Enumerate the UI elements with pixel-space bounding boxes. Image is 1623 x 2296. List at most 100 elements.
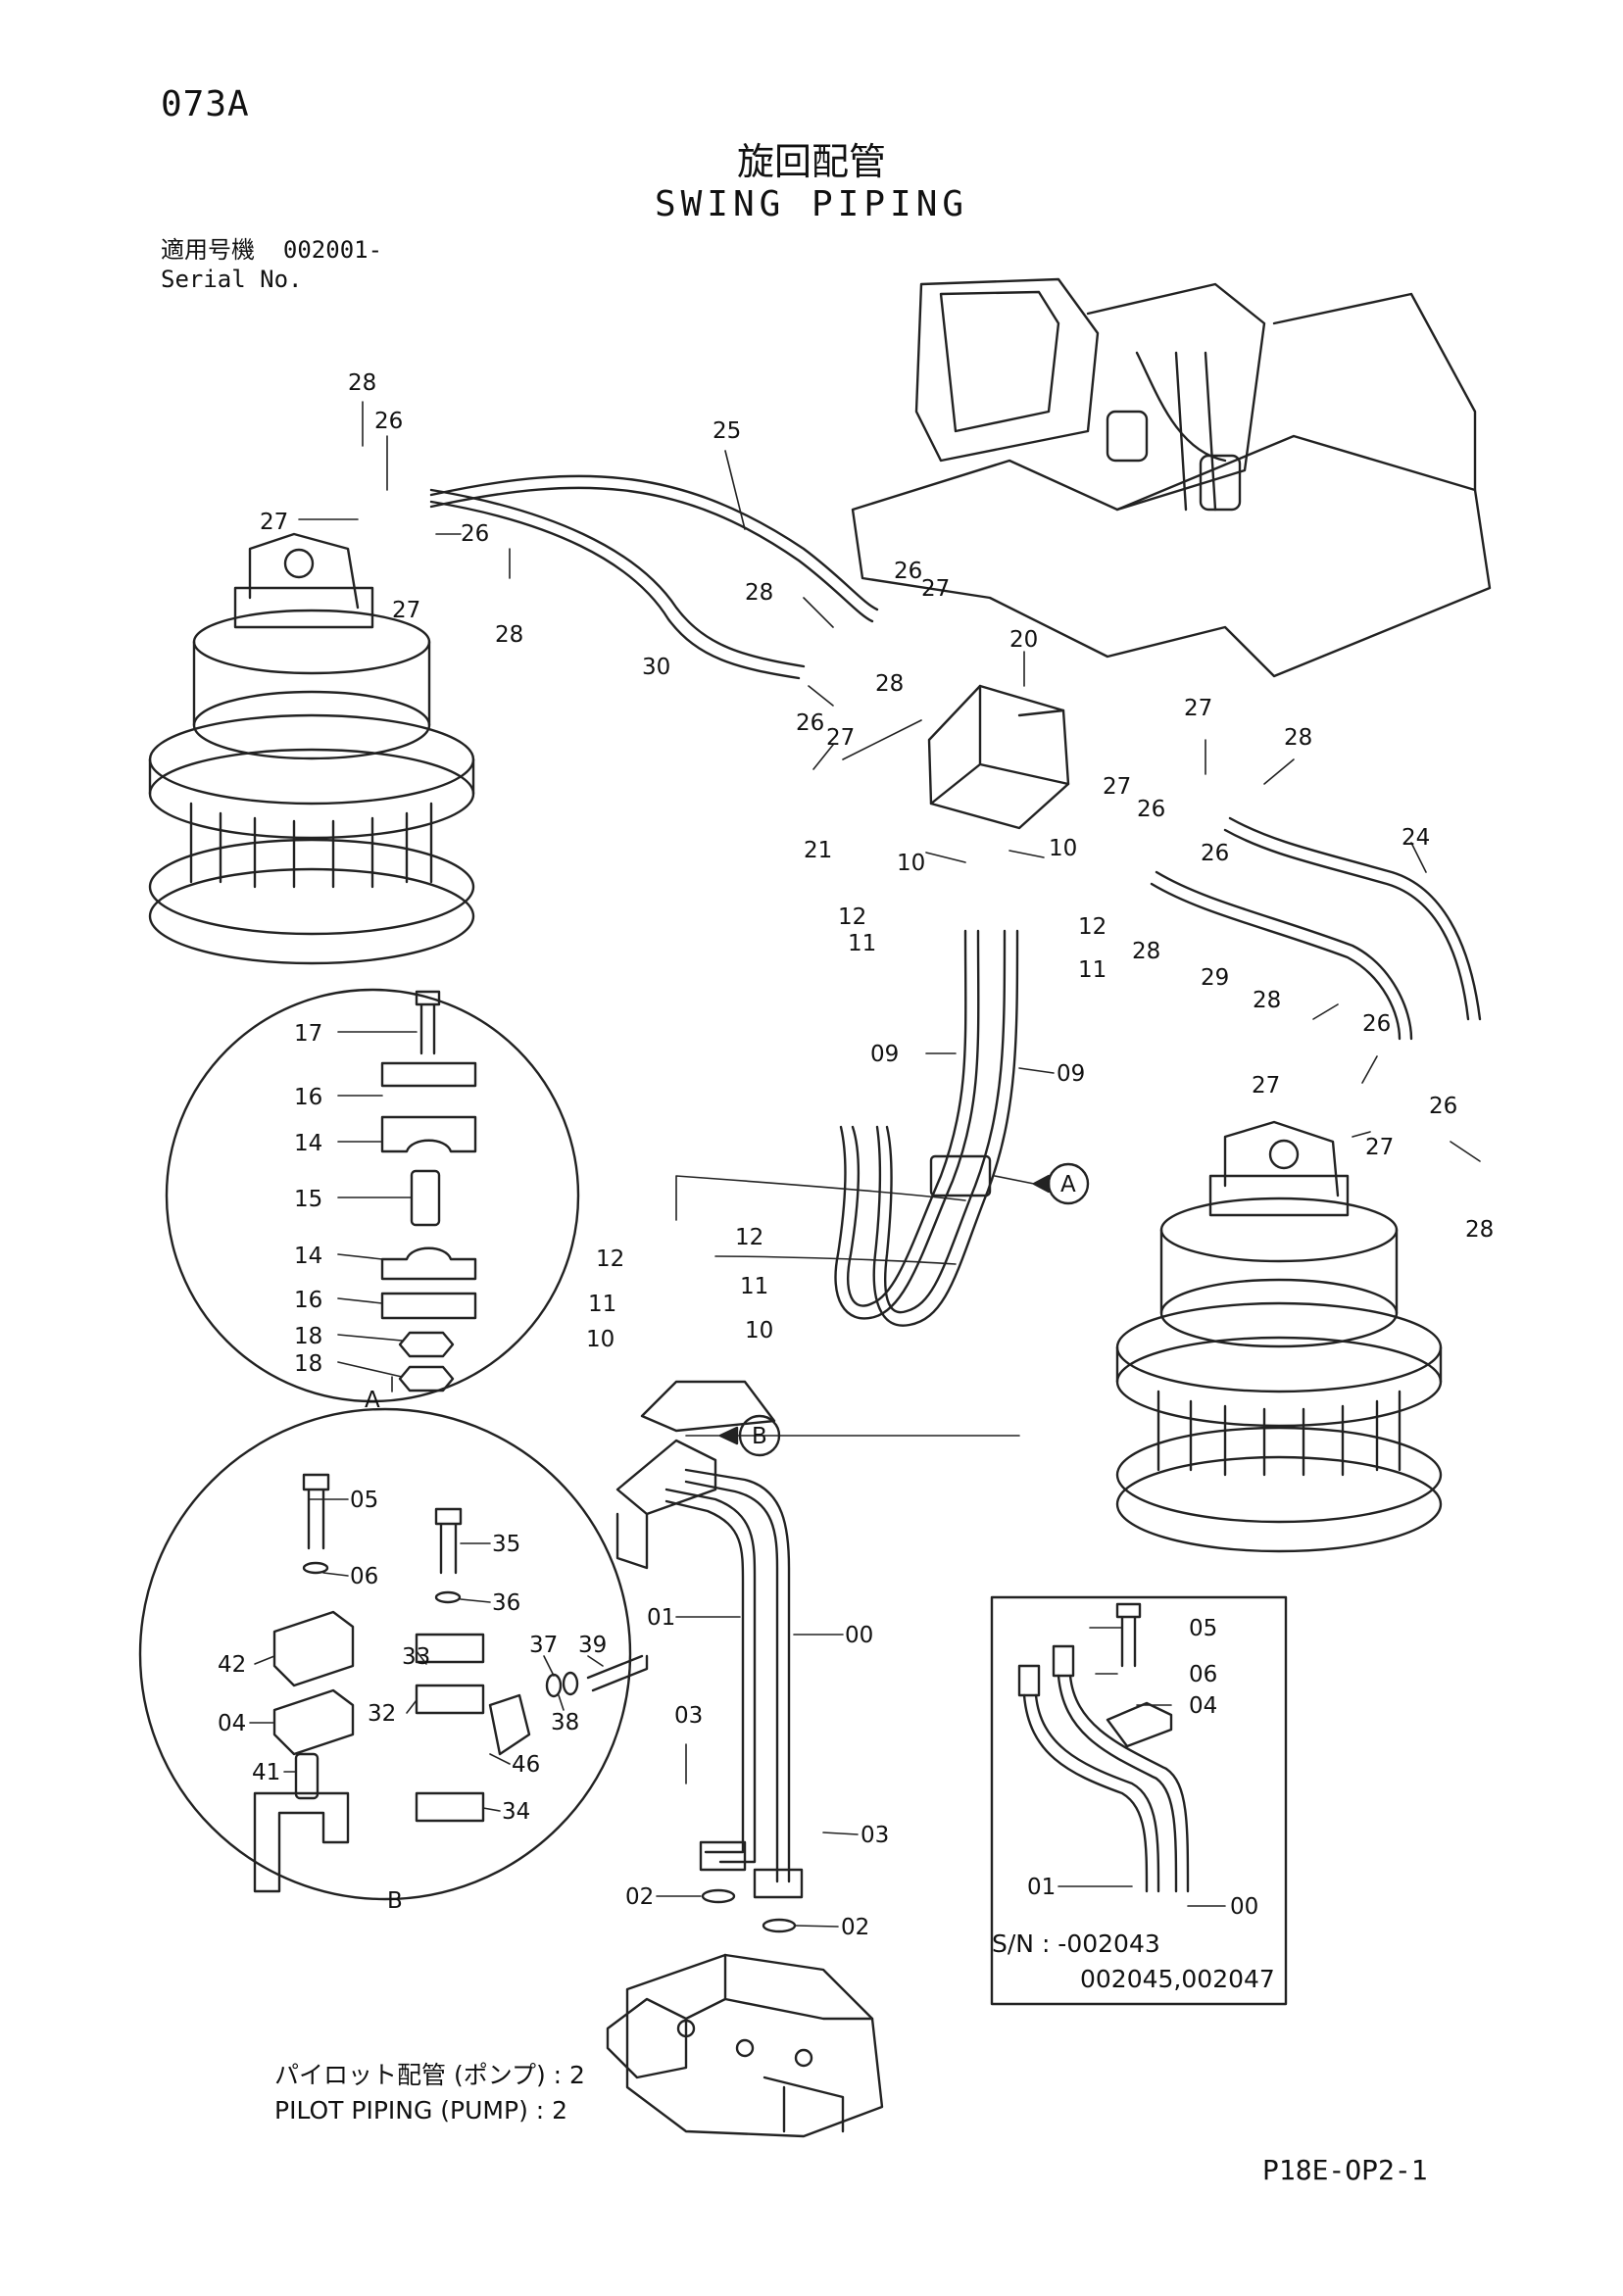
callout-inset-0: 05: [1189, 1616, 1217, 1641]
callout-detail-a-4: 14: [294, 1244, 322, 1269]
callout-detail-b-6: 37: [529, 1633, 558, 1658]
callout-a-letter: A: [1060, 1172, 1076, 1197]
callout-detail-a-3: 15: [294, 1187, 322, 1212]
callout-middle-6: 10: [586, 1327, 615, 1352]
detail-a-label: A: [365, 1388, 380, 1413]
callout-right-10: 27: [1252, 1073, 1280, 1099]
callout-detail-a-6: 18: [294, 1324, 322, 1349]
callout-lower-5: 02: [841, 1915, 869, 1940]
callout-top-19: 11: [848, 931, 876, 956]
callout-lower-2: 03: [674, 1703, 703, 1729]
callout-top-16: 10: [897, 851, 925, 876]
callout-lower-4: 02: [625, 1884, 654, 1910]
callout-detail-b-0: 05: [350, 1488, 378, 1513]
detail-b-label: B: [387, 1888, 403, 1914]
callout-top-6: 28: [495, 622, 523, 648]
swing-motor-left: [148, 532, 475, 965]
detail-circle-b: [138, 1407, 649, 1901]
hose-25: [429, 474, 879, 623]
callout-middle-4: 11: [740, 1274, 768, 1299]
swing-motor-right: [1115, 1120, 1443, 1553]
callout-detail-b-7: 39: [578, 1633, 607, 1658]
callout-top-0: 28: [348, 370, 376, 396]
callout-detail-a-2: 14: [294, 1131, 322, 1156]
callout-middle-0: 09: [870, 1042, 899, 1067]
hose-29: [1150, 870, 1413, 1041]
page-title-japanese: 旋回配管: [736, 140, 886, 183]
pilot-piping-en: PILOT PIPING (PUMP) : 2: [274, 2096, 568, 2125]
callout-detail-b-8: 04: [218, 1711, 246, 1736]
callout-top-3: 27: [260, 510, 288, 535]
callout-a-circle: [1047, 1162, 1090, 1205]
manifold-block-20: [927, 684, 1070, 830]
callout-detail-b-11: 46: [512, 1752, 540, 1778]
inset-serial-note: S/N : -002043 002045,002047: [992, 1927, 1275, 1997]
callout-detail-a-1: 16: [294, 1085, 322, 1110]
callout-middle-5: 11: [588, 1292, 616, 1317]
callout-right-3: 26: [1137, 797, 1165, 822]
callout-right-7: 29: [1201, 965, 1229, 991]
callout-middle-2: 12: [735, 1225, 763, 1250]
callout-middle-7: 10: [745, 1318, 773, 1343]
callout-right-4: 26: [1201, 841, 1229, 866]
pipes-00-01: [615, 1380, 804, 1933]
callout-top-1: 26: [374, 409, 403, 434]
pilot-piping-note: パイロット配管 (ポンプ) : 2 PILOT PIPING (PUMP) : …: [274, 2058, 585, 2128]
callout-detail-b-12: 41: [252, 1760, 280, 1785]
inset-pipes: [1017, 1602, 1190, 1893]
callout-inset-4: 00: [1230, 1894, 1258, 1920]
serial-label-english: Serial No.: [161, 266, 303, 293]
callout-right-12: 27: [1365, 1135, 1394, 1160]
callout-lower-1: 00: [845, 1623, 873, 1648]
hose-09-pair: [834, 929, 1019, 1327]
callout-b-letter: B: [752, 1424, 767, 1449]
leader-lines: [249, 401, 1481, 1928]
document-code: P18E-OP2-1: [1262, 2154, 1428, 2186]
arrow-to-a: [1032, 1174, 1051, 1194]
callout-top-18: 12: [838, 904, 866, 930]
hose-24: [1223, 816, 1482, 1021]
detail-circle-a: [165, 988, 580, 1403]
callout-detail-a-0: 17: [294, 1021, 322, 1047]
callout-top-21: 11: [1078, 957, 1107, 983]
callout-right-2: 27: [1103, 774, 1131, 800]
callout-top-15: 21: [804, 838, 832, 863]
callout-middle-3: 12: [596, 1246, 624, 1272]
callout-detail-a-5: 16: [294, 1288, 322, 1313]
page-id: 073A: [161, 84, 250, 124]
page-title-english: SWING PIPING: [654, 184, 969, 224]
control-valve: [606, 1953, 884, 2138]
callout-inset-1: 06: [1189, 1662, 1217, 1687]
callout-detail-b-10: 38: [551, 1710, 579, 1735]
part-number-labels: 28 26 25 27 26 27 28 30 28 26 27 28 26 2…: [218, 370, 1494, 1940]
callout-middle-1: 09: [1057, 1061, 1085, 1087]
callout-right-9: 26: [1362, 1011, 1391, 1037]
callout-top-14: 20: [1009, 627, 1038, 653]
callout-top-20: 12: [1078, 914, 1107, 940]
callout-top-7: 30: [642, 655, 670, 680]
callout-right-6: 28: [1132, 939, 1160, 964]
inset-serial-line-1: S/N : -002043: [992, 1930, 1160, 1958]
callout-top-10: 27: [921, 576, 950, 602]
callout-top-13: 27: [826, 725, 855, 751]
callout-top-2: 25: [713, 418, 741, 444]
callout-detail-a-7: 18: [294, 1351, 322, 1377]
serial-value: 002001-: [282, 236, 383, 264]
callout-right-5: 24: [1402, 825, 1430, 851]
callout-top-9: 26: [894, 559, 922, 584]
callout-inset-3: 01: [1027, 1875, 1056, 1900]
callout-lower-0: 01: [647, 1605, 675, 1631]
inset-serial-line-2: 002045,002047: [1080, 1965, 1275, 1993]
callout-detail-b-4: 42: [218, 1652, 246, 1678]
callout-detail-b-13: 34: [502, 1799, 530, 1825]
callout-right-1: 28: [1284, 725, 1312, 751]
callout-top-5: 27: [392, 598, 420, 623]
callout-inset-2: 04: [1189, 1693, 1217, 1719]
callout-right-11: 26: [1429, 1094, 1457, 1119]
callout-top-11: 28: [875, 671, 904, 697]
serial-number-block: 適用号機 002001- Serial No.: [161, 235, 382, 294]
pilot-piping-jp: パイロット配管 (ポンプ) : 2: [274, 2061, 585, 2089]
callout-detail-b-1: 06: [350, 1564, 378, 1589]
callout-top-8: 28: [745, 580, 773, 606]
callout-right-0: 27: [1184, 696, 1212, 721]
